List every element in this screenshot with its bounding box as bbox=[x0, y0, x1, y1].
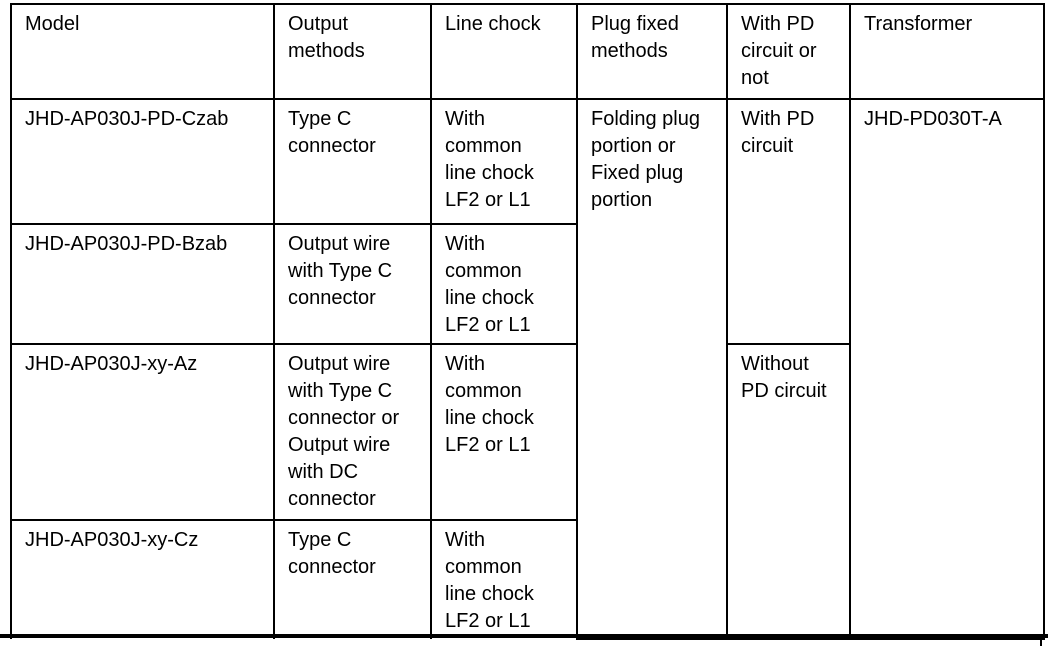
page-bottom-rule bbox=[0, 634, 1048, 638]
column-header-pd-circuit-or-not: With PD circuit or not bbox=[726, 3, 851, 100]
cell-output-methods: Output wire with Type C connector bbox=[273, 223, 432, 345]
cell-output-methods: Type C connector bbox=[273, 98, 432, 225]
header-row: Model Output methods Line chock Plug fix… bbox=[10, 3, 1045, 100]
column-header-plug-fixed-methods: Plug fixed methods bbox=[576, 3, 728, 100]
cell-line-chock: With common line chock LF2 or L1 bbox=[430, 223, 578, 345]
column-header-model: Model bbox=[10, 3, 275, 100]
column-header-output-methods: Output methods bbox=[273, 3, 432, 100]
cell-model: JHD-AP030J-PD-Czab bbox=[10, 98, 275, 225]
cell-output-methods: Output wire with Type C connector or Out… bbox=[273, 343, 432, 521]
cell-pd-circuit: With PD circuit bbox=[726, 98, 851, 345]
cell-line-chock: With common line chock LF2 or L1 bbox=[430, 343, 578, 521]
table-row: JHD-AP030J-xy-Cz Type C connector With c… bbox=[10, 519, 1044, 639]
table-row: JHD-AP030J-PD-Bzab Output wire with Type… bbox=[10, 223, 1044, 345]
cell-transformer: JHD-PD030T-A bbox=[849, 98, 1045, 640]
cell-model: JHD-AP030J-xy-Cz bbox=[10, 519, 275, 639]
table-row: JHD-AP030J-xy-Az Output wire with Type C… bbox=[10, 343, 1044, 640]
cell-line-chock: With common line chock LF2 or L1 bbox=[430, 98, 578, 225]
cell-line-chock: With common line chock LF2 or L1 bbox=[430, 519, 578, 639]
cell-output-methods: Type C connector bbox=[273, 519, 432, 639]
spec-table: Model Output methods Line chock Plug fix… bbox=[10, 3, 1045, 640]
cell-pd-circuit: Without PD circuit bbox=[726, 343, 851, 640]
cell-plug-fixed-methods: Folding plug portion or Fixed plug porti… bbox=[576, 98, 728, 640]
column-header-line-chock: Line chock bbox=[430, 3, 578, 100]
page-border-stub bbox=[1040, 634, 1042, 646]
column-header-transformer: Transformer bbox=[849, 3, 1045, 100]
cell-model: JHD-AP030J-xy-Az bbox=[10, 343, 275, 521]
cell-model: JHD-AP030J-PD-Bzab bbox=[10, 223, 275, 345]
table-row: JHD-AP030J-PD-Czab Type C connector With… bbox=[10, 98, 1045, 640]
